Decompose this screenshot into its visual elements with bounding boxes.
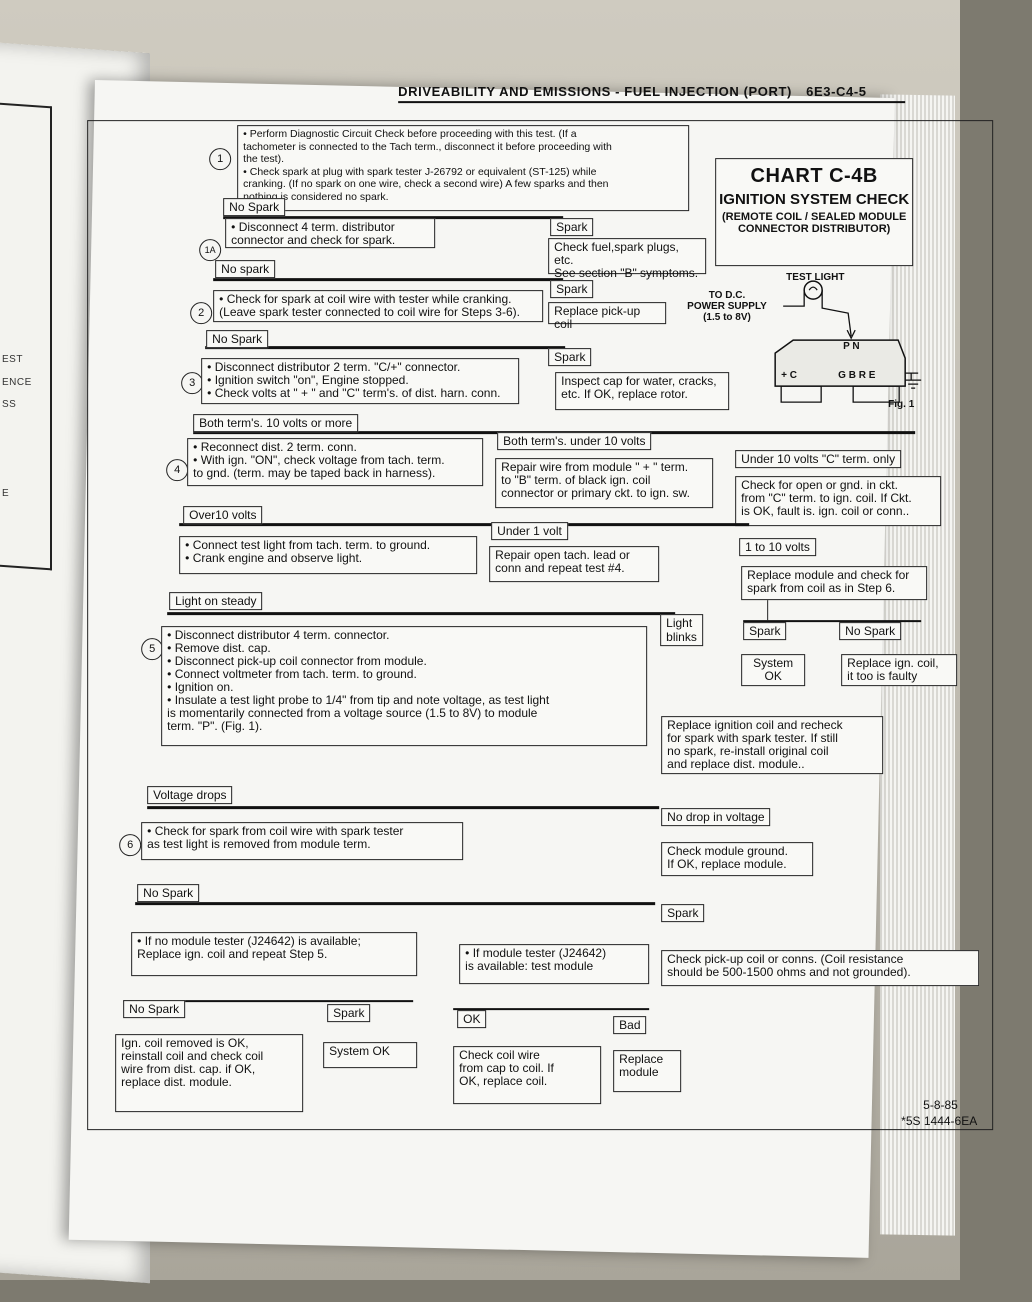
no-spark-label: No Spark	[223, 198, 286, 217]
spark-label: Spark	[743, 622, 787, 641]
result-box: Check fuel,spark plugs, etc. See section…	[548, 238, 707, 280]
fig-test-light-label: TEST LIGHT	[786, 272, 845, 284]
fig-c-label: + C	[781, 370, 798, 382]
result-box: Replace ignition coil and recheck for sp…	[661, 716, 884, 775]
branch-line	[147, 806, 660, 810]
bad-label: Bad	[613, 1016, 647, 1035]
no-spark-label: No Spark	[206, 330, 269, 349]
result-box: System OK	[323, 1042, 418, 1069]
header-rule	[398, 101, 906, 104]
no-spark-label: No Spark	[839, 622, 902, 641]
spark-label: Spark	[550, 280, 594, 299]
left-page-text: SS	[2, 399, 17, 410]
result-box: Repair wire from module " + " term. to "…	[495, 458, 714, 509]
branch-line	[179, 523, 750, 527]
no-spark-label: No spark	[215, 260, 276, 279]
result-box: Replace module	[613, 1050, 682, 1093]
footer-code: *5S 1444-6EA	[901, 1114, 978, 1129]
flowchart: DRIVEABILITY AND EMISSIONS - FUEL INJECT…	[43, 0, 1003, 1280]
volts-label: Both term's. 10 volts or more	[193, 414, 359, 433]
result-box: System OK	[741, 654, 806, 687]
step-6-box: • Check for spark from coil wire with sp…	[141, 822, 464, 861]
chart-name: IGNITION SYSTEM CHECK	[719, 191, 910, 209]
result-box: Check coil wire from cap to coil. If OK,…	[453, 1046, 602, 1105]
header-page-code: 6E3-C4-5	[806, 84, 867, 100]
step-number: 6	[119, 834, 142, 857]
chart-title-box: CHART C-4B IGNITION SYSTEM CHECK (REMOTE…	[715, 158, 914, 267]
step-4-box: • Reconnect dist. 2 term. conn. • With i…	[187, 438, 484, 487]
fig-pn-label: P N	[843, 341, 860, 353]
volts-label: Under 1 volt	[491, 522, 568, 541]
volts-label: Both term's. under 10 volts	[497, 432, 652, 451]
spark-label: Spark	[327, 1004, 371, 1023]
chart-subtitle: (REMOTE COIL / SEALED MODULE CONNECTOR D…	[721, 211, 907, 236]
photo-scene: EST ENCE SS E DRIVEABILITY AND EMISSIONS…	[0, 0, 994, 1284]
volts-label: Under 10 volts "C" term. only	[735, 450, 902, 469]
step-number: 1	[209, 148, 232, 171]
result-box: Ign. coil removed is OK, reinstall coil …	[115, 1034, 304, 1113]
spark-label: Spark	[548, 348, 592, 367]
volts-label: Over10 volts	[183, 506, 263, 525]
result-box: Replace module and check for spark from …	[741, 566, 928, 601]
figure-1: TEST LIGHT TO D.C. POWER SUPPLY (1.5 to …	[683, 268, 923, 413]
light-steady-label: Light on steady	[169, 592, 263, 611]
step-number: 2	[190, 302, 213, 325]
spark-label: Spark	[550, 218, 594, 237]
manual-page: DRIVEABILITY AND EMISSIONS - FUEL INJECT…	[68, 80, 994, 1258]
light-blinks-label: Light blinks	[660, 614, 703, 647]
result-box: • If no module tester (J24642) is availa…	[131, 932, 418, 977]
footer-date: 5-8-85	[923, 1098, 958, 1113]
step-1a-box: • Disconnect 4 term. distributor connect…	[225, 218, 436, 249]
result-box: Check for open or gnd. in ckt. from "C" …	[735, 476, 942, 527]
voltage-drops-label: Voltage drops	[147, 786, 233, 805]
ok-label: OK	[457, 1010, 487, 1029]
test-light-icon	[803, 280, 823, 300]
branch-line	[135, 902, 656, 906]
fig-power-label: TO D.C. POWER SUPPLY (1.5 to 8V)	[687, 290, 767, 324]
no-drop-label: No drop in voltage	[661, 808, 771, 827]
left-page-text: E	[2, 488, 10, 499]
step-number: 4	[166, 459, 189, 482]
module-diagram	[774, 280, 922, 403]
page-header: DRIVEABILITY AND EMISSIONS - FUEL INJECT…	[398, 84, 918, 99]
chart-number: CHART C-4B	[750, 165, 878, 188]
volts-label: 1 to 10 volts	[739, 538, 816, 557]
spark-label: Spark	[661, 904, 705, 923]
header-title: DRIVEABILITY AND EMISSIONS - FUEL INJECT…	[398, 84, 792, 100]
no-spark-label: No Spark	[123, 1000, 186, 1019]
fig-gbre-label: G B R E	[838, 370, 876, 382]
connector-line	[767, 600, 769, 621]
fig-caption: Fig. 1	[888, 399, 915, 411]
result-box: Replace pick-up coil	[548, 302, 667, 331]
step-2-box: • Check for spark at coil wire with test…	[213, 290, 544, 323]
branch-line	[213, 278, 564, 282]
step-3-box: • Disconnect distributor 2 term. "C/+" c…	[201, 358, 520, 405]
ground-icon	[905, 372, 922, 389]
step-4b-box: • Connect test light from tach. term. to…	[179, 536, 478, 575]
module-outline	[774, 339, 906, 387]
result-box: Check pick-up coil or conns. (Coil resis…	[661, 950, 980, 987]
step-number: 3	[181, 372, 204, 395]
step-number: 1A	[199, 239, 222, 262]
no-spark-label: No Spark	[137, 884, 200, 903]
step-number: 5	[141, 638, 164, 661]
result-box: Repair open tach. lead or conn and repea…	[489, 546, 660, 583]
step-5-box: • Disconnect distributor 4 term. connect…	[161, 626, 648, 747]
left-page-text: ENCE	[2, 377, 32, 388]
branch-line	[167, 612, 676, 616]
left-page-text: EST	[2, 354, 23, 365]
result-box: • If module tester (J24642) is available…	[459, 944, 650, 985]
step-1-box: • Perform Diagnostic Circuit Check befor…	[237, 125, 690, 212]
result-box: Check module ground. If OK, replace modu…	[661, 842, 814, 877]
result-box: Replace ign. coil, it too is faulty	[841, 654, 958, 687]
result-box: Inspect cap for water, cracks, etc. If O…	[555, 372, 730, 411]
